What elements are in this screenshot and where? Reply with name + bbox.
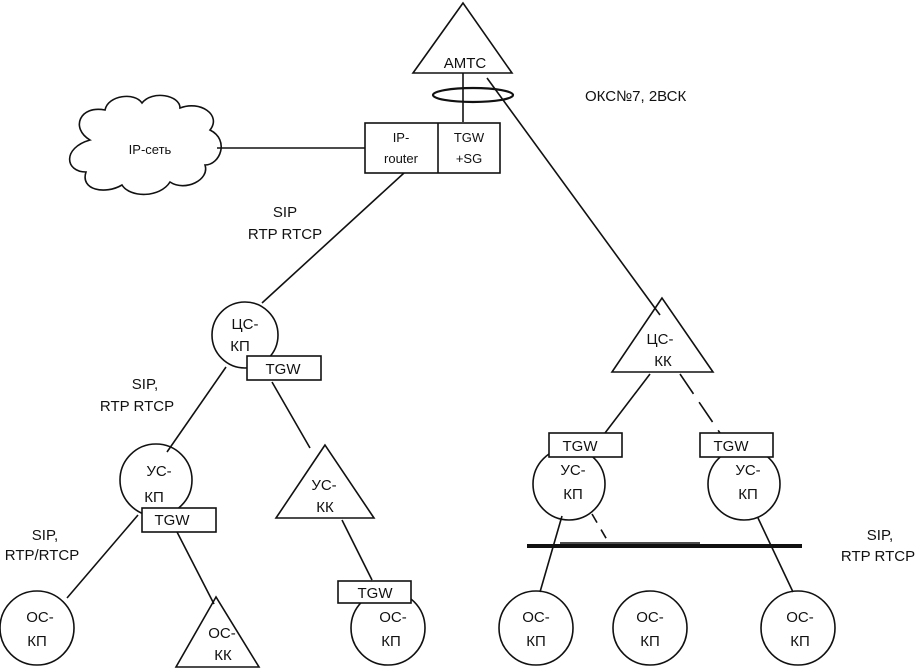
ip-network-label: IP-сеть <box>129 142 172 157</box>
os-kp-1-label-1: ОС- <box>26 609 54 626</box>
os-kp-4-node <box>612 590 688 666</box>
os-kp-4-label-1: ОС- <box>636 609 664 626</box>
os-kp-2-label-2: КП <box>381 633 401 650</box>
us-kp-left-tgw-box <box>141 507 217 533</box>
edge-uskp-oskp4 <box>757 517 794 593</box>
os-kp-4-label-2: КП <box>640 633 660 650</box>
os-kp-2-label-1: ОС- <box>379 609 407 626</box>
us-kk-label-1: УС- <box>311 477 336 494</box>
os-kp-5-label-1: ОС- <box>786 609 814 626</box>
os-kk-label-1: ОС- <box>208 625 236 642</box>
cs-kk-label-1: ЦС- <box>647 331 674 348</box>
os-kp-3-label-2: КП <box>526 633 546 650</box>
okcn-label: ОКС№7, 2ВСК <box>585 88 687 105</box>
os-kp-5-node <box>760 590 836 666</box>
ip-network-cloud <box>69 94 222 196</box>
os-kk-label-2: КК <box>214 647 232 664</box>
os-kp-2-tgw-label: TGW <box>358 585 394 602</box>
router-box <box>364 122 501 174</box>
edge-tgw-uskk <box>271 381 311 449</box>
us-kp-mid-tgw-box <box>548 432 623 458</box>
us-kp-mid-tgw-label: TGW <box>563 438 599 455</box>
os-kp-3-node <box>498 590 574 666</box>
edge-uskp-oskp2 <box>539 515 563 593</box>
us-kp-right-tgw-label: TGW <box>714 438 750 455</box>
sip-right-label-1: SIP, <box>867 527 893 544</box>
sip-mid-label-1: SIP, <box>132 376 158 393</box>
cs-kp-node <box>211 301 279 369</box>
sip-low-label-1: SIP, <box>32 527 58 544</box>
cs-kp-label-1: ЦС- <box>232 316 259 333</box>
os-kp-2-tgw-box <box>337 580 412 604</box>
edge-uskp-oskp1 <box>66 514 139 599</box>
edge-cskp-uskp <box>166 366 227 453</box>
edge-router-cskp <box>261 172 405 304</box>
os-kk-node <box>174 595 261 668</box>
os-kp-1-node <box>0 590 75 666</box>
sip-top-label-2: RTP RTCP <box>248 226 322 243</box>
tgw-sg-label-1: TGW <box>454 130 485 145</box>
cs-kp-label-2: КП <box>230 338 250 355</box>
edge-amtc-cskk <box>486 77 661 316</box>
us-kp-right-tgw-box <box>699 432 774 458</box>
amtc-node <box>411 1 514 74</box>
us-kk-label-2: КК <box>316 499 334 516</box>
sip-right-label-2: RTP RTCP <box>841 548 915 565</box>
us-kp-mid-node <box>532 447 606 521</box>
us-kp-left-tgw-label: TGW <box>155 512 191 529</box>
us-kp-mid-label-1: УС- <box>560 462 585 479</box>
signaling-ellipse <box>431 86 515 104</box>
router-label-2: router <box>384 151 419 166</box>
us-kp-right-label-1: УС- <box>735 462 760 479</box>
us-kk-node <box>274 443 376 519</box>
cs-kp-tgw-label: TGW <box>266 361 302 378</box>
tgw-sg-label-2: +SG <box>456 151 482 166</box>
edge-cskk-tgw-left <box>604 373 651 434</box>
edge-uskp-dash <box>591 513 611 546</box>
edge-tgw-oskk <box>175 529 215 605</box>
edge-cskk-tgw-right <box>679 373 721 434</box>
router-label-1: IP- <box>393 130 410 145</box>
sip-top-label-1: SIP <box>273 204 297 221</box>
us-kp-left-label-2: КП <box>144 489 164 506</box>
cs-kp-tgw-box <box>246 355 322 381</box>
us-kp-right-label-2: КП <box>738 486 758 503</box>
os-kp-3-label-1: ОС- <box>522 609 550 626</box>
sip-low-label-2: RTP/RTCP <box>5 547 79 564</box>
sip-mid-label-2: RTP RTCP <box>100 398 174 415</box>
us-kp-mid-label-2: КП <box>563 486 583 503</box>
cs-kk-label-2: КК <box>654 353 672 370</box>
amtc-label: AMTC <box>444 55 487 72</box>
us-kp-right-node <box>707 447 781 521</box>
os-kp-1-label-2: КП <box>27 633 47 650</box>
edge-uskk-tgw <box>341 519 373 581</box>
us-kp-left-label-1: УС- <box>146 463 171 480</box>
cs-kk-node <box>610 296 715 373</box>
os-kp-5-label-2: КП <box>790 633 810 650</box>
